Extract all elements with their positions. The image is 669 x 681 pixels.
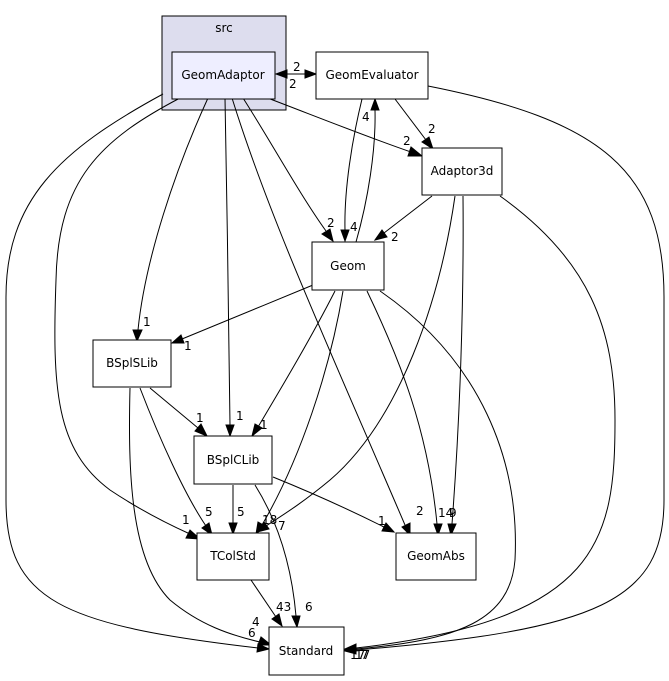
edge-bsplslib-tcolstd[interactable]: 5	[139, 387, 213, 537]
edge-geomadaptor-geom[interactable]: 2	[242, 97, 335, 243]
node-label-geomadaptor: GeomAdaptor	[181, 68, 264, 82]
edge-label-tcs-std: 43	[276, 600, 291, 614]
edge-adaptor3d-geomabs[interactable]: 9	[447, 195, 464, 537]
node-label-bsplslib: BSplSLib	[106, 356, 158, 370]
edge-geomadaptor-standard[interactable]: 6	[5, 93, 271, 653]
edge-geomadaptor-tcolstd[interactable]: 1	[54, 97, 202, 540]
edge-tcolstd-standard[interactable]: 43	[250, 579, 291, 628]
edge-bsplclib-standard[interactable]: 6	[254, 484, 313, 629]
edge-geom-standard[interactable]: 17	[343, 290, 516, 662]
node-label-geom: Geom	[330, 259, 366, 273]
edge-adaptor3d-geom[interactable]: 2	[373, 195, 433, 244]
node-geomevaluator[interactable]: GeomEvaluator	[315, 51, 429, 100]
edge-label-geom-bcl: 1	[260, 418, 268, 432]
node-label-geomabs: GeomAbs	[407, 549, 465, 563]
edge-label-geom-gabs: 14	[438, 506, 453, 520]
edge-geom-bsplslib[interactable]: 1	[170, 284, 314, 353]
node-adaptor3d[interactable]: Adaptor3d	[421, 147, 503, 196]
edge-label-bcl-std: 6	[305, 600, 313, 614]
node-tcolstd[interactable]: TColStd	[196, 532, 270, 581]
edge-geomevaluator-geom[interactable]: 4	[340, 98, 363, 243]
edge-label-ga-std: 6	[248, 626, 256, 640]
cluster-src-label: src	[215, 21, 233, 35]
node-label-tcolstd: TColStd	[209, 549, 256, 563]
edge-label-bcl-gabs: 1	[378, 514, 386, 528]
edge-label-geom-ge: 4	[362, 110, 370, 124]
edge-label-a3d-tcs: 18	[262, 513, 277, 527]
node-geom[interactable]: Geom	[311, 241, 385, 291]
edge-geom-tcolstd[interactable]: 7	[255, 290, 344, 536]
edge-geom-geomabs[interactable]: 14	[366, 290, 453, 537]
edge-label-ge-std: 7	[361, 648, 369, 662]
edge-geom-geomevaluator[interactable]: 4	[355, 97, 380, 243]
edge-label-bsl-std: 4	[252, 615, 260, 629]
node-bsplclib[interactable]: BSplCLib	[193, 435, 273, 485]
edge-label-a3d-gabs: 9	[449, 506, 457, 520]
node-label-adaptor3d: Adaptor3d	[431, 164, 494, 178]
node-label-geomevaluator: GeomEvaluator	[325, 68, 418, 82]
edge-adaptor3d-standard[interactable]: 17	[343, 195, 616, 662]
node-geomadaptor[interactable]: GeomAdaptor	[171, 51, 276, 100]
edge-label-ga-bsl: 1	[143, 315, 151, 329]
node-standard[interactable]: Standard	[268, 626, 345, 676]
edge-bsplslib-bsplclib[interactable]: 1	[149, 387, 209, 437]
edge-label-ga-a3d: 2	[403, 134, 411, 148]
edge-label-ga-geom: 2	[327, 216, 335, 230]
edge-geomadaptor-geomabs[interactable]: 2	[231, 97, 424, 537]
edge-label-ga-ge: 2	[293, 60, 301, 74]
edge-label-a3d-std: 17	[355, 648, 370, 662]
edge-label-ge-geom: 4	[350, 220, 358, 234]
edge-geomadaptor-bsplclib[interactable]: 1	[224, 97, 244, 438]
edge-label-geom-std: 17	[350, 648, 365, 662]
edges: 2 2 2 2 1 1 1	[5, 60, 665, 662]
edge-geomevaluator-standard[interactable]: 7	[343, 85, 665, 662]
edge-geomadaptor-bsplslib[interactable]: 1	[132, 97, 209, 343]
node-label-bsplclib: BSplCLib	[207, 453, 260, 467]
edge-geomadaptor-geomevaluator[interactable]: 2 2	[274, 60, 318, 91]
edge-label-bsl-tcs: 5	[205, 505, 213, 519]
edge-label-a3d-geom: 2	[391, 230, 399, 244]
edge-geomevaluator-adaptor3d[interactable]: 2	[394, 98, 436, 151]
edge-label-ge-ga: 2	[289, 77, 297, 91]
edge-label-ga-tcs: 1	[182, 513, 190, 527]
edge-bsplclib-tcolstd[interactable]: 5	[228, 485, 245, 536]
edge-geomadaptor-adaptor3d[interactable]: 2	[264, 96, 424, 157]
edge-label-ge-a3d: 2	[428, 122, 436, 136]
edge-geom-bsplclib[interactable]: 1	[251, 290, 336, 438]
node-bsplslib[interactable]: BSplSLib	[92, 339, 172, 388]
edge-label-geom-tcs: 7	[278, 519, 286, 533]
edge-label-bcl-tcs: 5	[237, 505, 245, 519]
edge-bsplslib-standard[interactable]: 4	[129, 387, 273, 646]
edge-label-ga-gabs: 2	[416, 504, 424, 518]
edge-label-bsl-bcl: 1	[196, 411, 204, 425]
node-label-standard: Standard	[279, 644, 334, 658]
edge-bsplclib-geomabs[interactable]: 1	[272, 476, 396, 533]
node-geomabs[interactable]: GeomAbs	[395, 532, 477, 581]
edge-label-geom-bsl: 1	[184, 339, 192, 353]
edge-label-ga-bcl: 1	[236, 409, 244, 423]
